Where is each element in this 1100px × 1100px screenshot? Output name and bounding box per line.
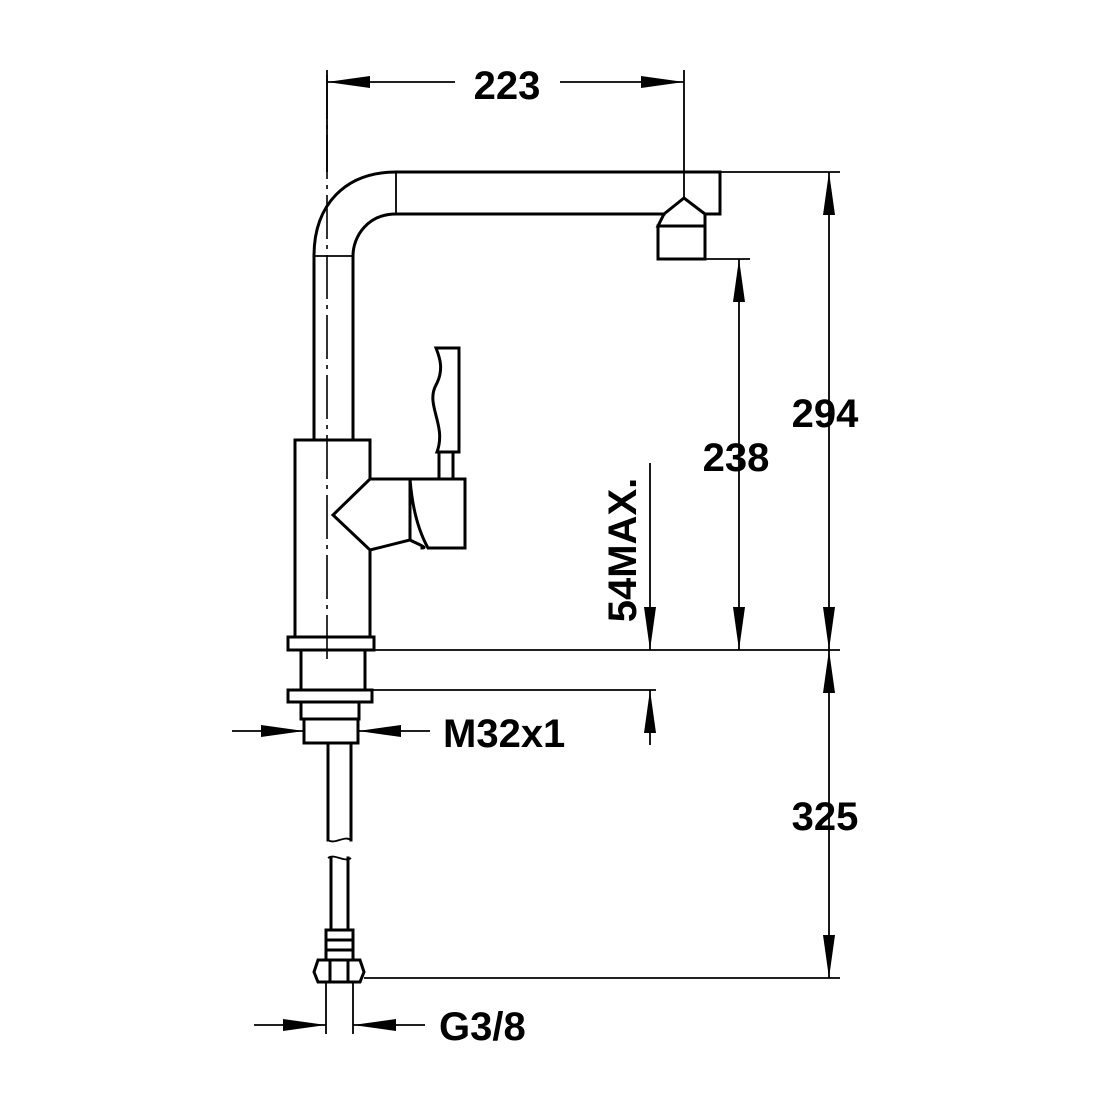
dim-238-arrow-top — [733, 259, 745, 302]
mounting-nut — [299, 700, 361, 721]
label-total-height: 294 — [792, 392, 859, 436]
aerator-cone — [655, 196, 707, 228]
dim-g38-arrow-left — [283, 1019, 326, 1031]
hose-upper — [326, 741, 353, 842]
shank — [299, 648, 367, 692]
spout-outer-edge — [312, 170, 722, 442]
dim-325-arrow-top — [823, 650, 835, 693]
label-counter-thickness: 54MAX. — [601, 478, 645, 623]
dim-g38-arrow-right — [353, 1019, 396, 1031]
aerator-body — [656, 224, 707, 261]
mixer-knob — [408, 477, 467, 550]
label-spout-reach: 223 — [474, 64, 541, 108]
dim-223-arrow-left — [327, 76, 370, 88]
dim-54max-arrow-up — [644, 690, 656, 733]
dim-m32-arrow-right — [358, 725, 401, 737]
mixer-housing — [330, 477, 412, 552]
hose-ferrule — [324, 928, 355, 962]
spout-inner-edge — [351, 212, 666, 442]
lever-stem — [437, 450, 455, 481]
label-hose-length: 325 — [792, 795, 859, 839]
hex-connection-nut — [312, 958, 366, 984]
dim-294-arrow-top — [823, 172, 835, 215]
mixer-housing-curve — [407, 537, 426, 550]
threaded-shank — [302, 717, 360, 745]
base-plate — [286, 635, 376, 652]
label-thread: M32x1 — [443, 712, 565, 756]
hose-break-upper — [327, 837, 352, 843]
dim-238-arrow-bottom — [733, 607, 745, 650]
dim-54max-arrow-down — [644, 607, 656, 650]
mounting-nut-washer — [286, 688, 374, 704]
label-connection: G3/8 — [439, 1005, 526, 1049]
faucet-body — [293, 438, 372, 639]
dim-m32-arrow-left — [261, 725, 304, 737]
dimension-lines — [232, 70, 840, 1034]
dimension-labels: 223 294 238 54MAX. M32x1 325 G3/8 — [439, 64, 859, 1049]
lever-handle — [431, 346, 461, 454]
dim-325-arrow-bottom — [823, 935, 835, 978]
dim-223-arrow-right — [641, 76, 684, 88]
hose-lower — [329, 856, 350, 932]
faucet-outline — [286, 170, 722, 984]
label-spout-clearance: 238 — [703, 436, 770, 480]
dim-294-arrow-bottom — [823, 607, 835, 650]
